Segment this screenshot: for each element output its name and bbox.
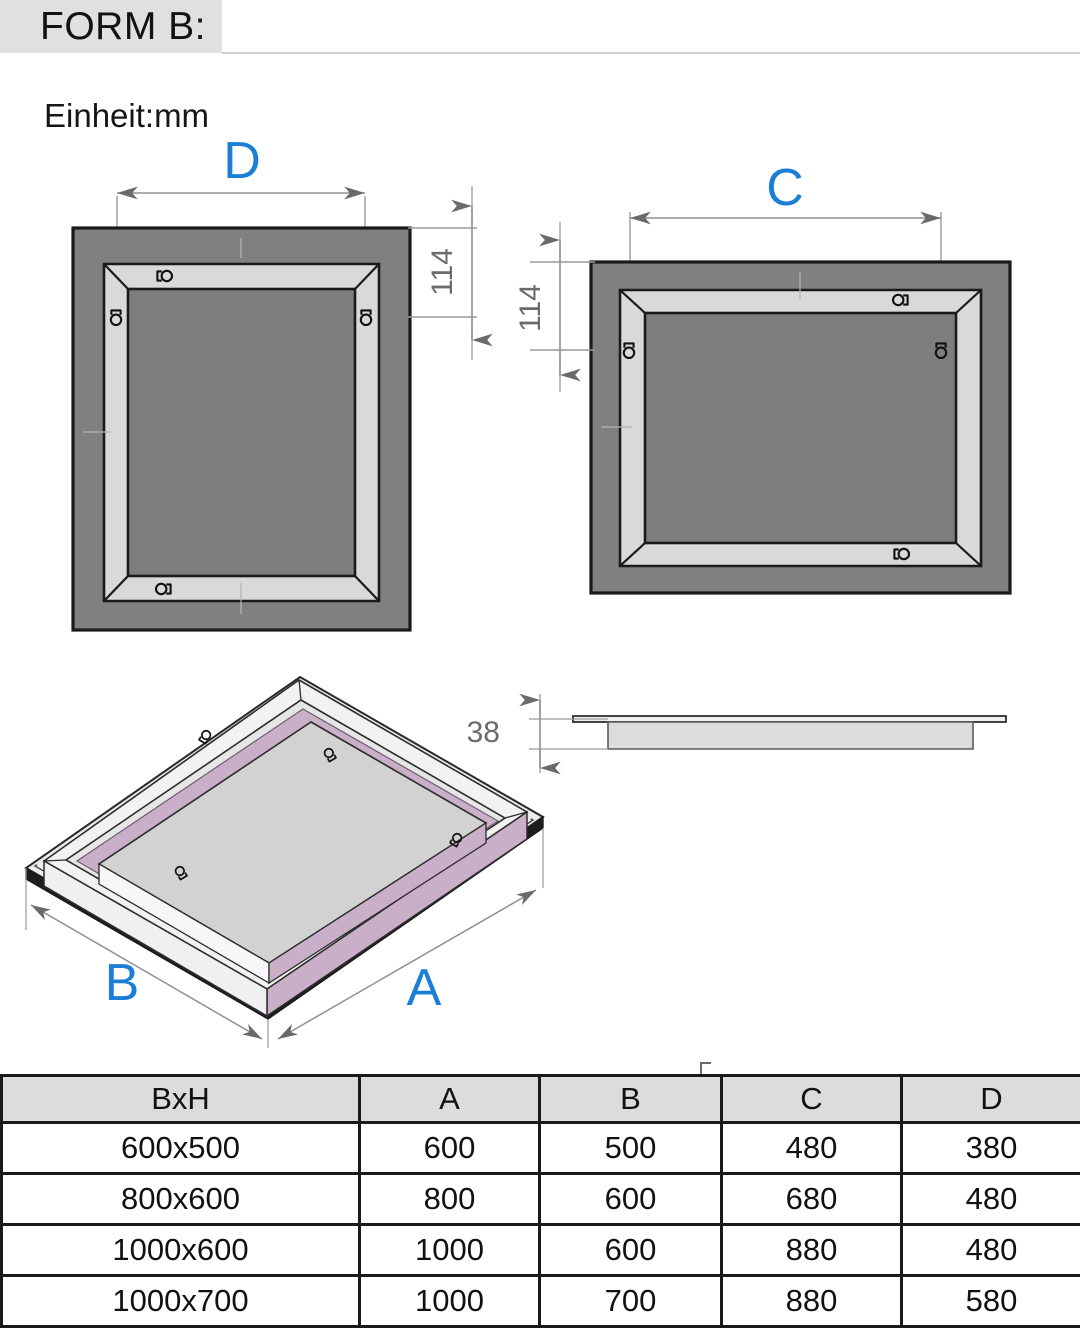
cell-c: 880 <box>720 1274 903 1328</box>
cell-c: 680 <box>720 1172 903 1226</box>
cell-a: 800 <box>358 1172 541 1226</box>
header-divider <box>222 52 1080 54</box>
table-header-b: B <box>538 1074 723 1124</box>
unit-label: Einheit:mm <box>44 97 210 134</box>
dimension-label-a: A <box>407 959 442 1017</box>
dimension-label-d: D <box>223 132 261 190</box>
inner-opening-portrait <box>126 287 357 578</box>
cell-d: 580 <box>900 1274 1080 1328</box>
table-row: 1000x700 1000 700 880 580 <box>0 1274 1080 1328</box>
dimension-line-b <box>30 904 263 1040</box>
cell-b: 500 <box>538 1121 723 1175</box>
cell-b: 600 <box>538 1223 723 1277</box>
inner-opening-landscape <box>643 311 958 545</box>
dimension-label-b: B <box>105 954 140 1012</box>
side-profile-view: 38 <box>467 693 1007 775</box>
header-title-chip <box>0 0 222 53</box>
cell-b: 600 <box>538 1172 723 1226</box>
dimension-line-a <box>277 889 537 1040</box>
table-row: 1000x600 1000 600 880 480 <box>0 1223 1080 1277</box>
cell-c: 480 <box>720 1121 903 1175</box>
cell-d: 380 <box>900 1121 1080 1175</box>
table-header-d: D <box>900 1074 1080 1124</box>
landscape-frame-view: C 114 <box>514 159 1012 595</box>
profile-body <box>607 721 974 750</box>
header-band: FORM B: <box>0 0 1080 60</box>
dimension-label-114-portrait: 114 <box>426 248 459 296</box>
cell-bxh: 600x500 <box>0 1121 361 1175</box>
dimension-spec-table: BxH A B C D 600x500 600 500 480 380 800x… <box>0 1074 1080 1328</box>
table-header-bxh: BxH <box>0 1074 361 1124</box>
dimension-label-c: C <box>766 159 804 217</box>
cell-d: 480 <box>900 1223 1080 1277</box>
isometric-panel-view: B A <box>24 675 545 1048</box>
cell-a: 1000 <box>358 1223 541 1277</box>
dimension-label-114-landscape: 114 <box>514 284 547 332</box>
cell-bxh: 1000x600 <box>0 1223 361 1277</box>
page-title: FORM B: <box>40 5 206 48</box>
profile-top-plate <box>572 715 1007 723</box>
table-corner-tick <box>700 1062 711 1075</box>
cell-d: 480 <box>900 1172 1080 1226</box>
table-header-c: C <box>720 1074 903 1124</box>
cell-a: 1000 <box>358 1274 541 1328</box>
cell-a: 600 <box>358 1121 541 1175</box>
table-header-row: BxH A B C D <box>0 1074 1080 1124</box>
cell-c: 880 <box>720 1223 903 1277</box>
cell-b: 700 <box>538 1274 723 1328</box>
table-header-a: A <box>358 1074 541 1124</box>
dimension-label-38: 38 <box>467 716 500 749</box>
cell-bxh: 1000x700 <box>0 1274 361 1328</box>
portrait-frame-view: D 114 <box>71 132 493 632</box>
table-row: 800x600 800 600 680 480 <box>0 1172 1080 1226</box>
table-row: 600x500 600 500 480 380 <box>0 1121 1080 1175</box>
technical-drawing-area: D 114 C <box>24 132 1012 1048</box>
cell-bxh: 800x600 <box>0 1172 361 1226</box>
